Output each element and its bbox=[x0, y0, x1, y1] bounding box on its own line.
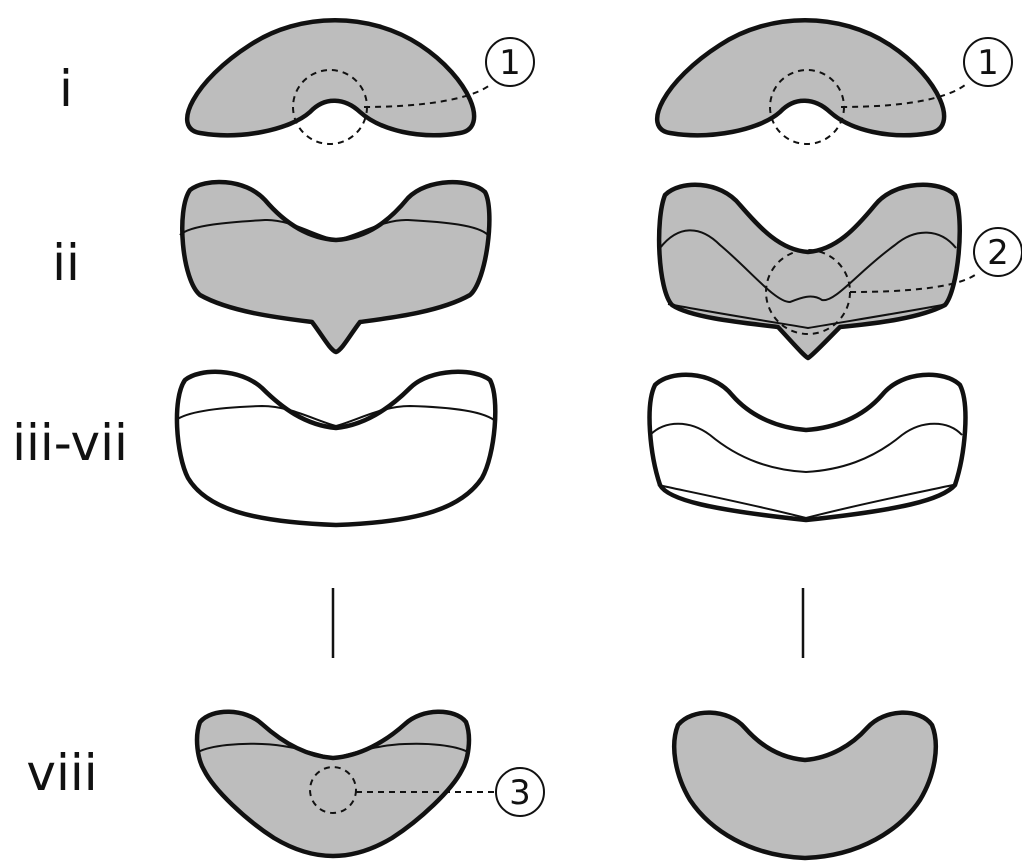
segment-ii-right: 2 bbox=[659, 185, 1022, 358]
callout-1-left-label: 1 bbox=[499, 43, 521, 83]
segment-i-left: 1 bbox=[187, 20, 534, 144]
segment-i-right: 1 bbox=[657, 20, 1012, 144]
segment-ii-left bbox=[180, 182, 489, 352]
row-label-iii-vii: iii-vii bbox=[12, 414, 128, 472]
segment-i-left-plate bbox=[187, 20, 474, 135]
row-label-viii: viii bbox=[26, 744, 97, 802]
callout-1-right-label: 1 bbox=[977, 43, 999, 83]
callout-2-right-label: 2 bbox=[987, 233, 1009, 273]
segment-ii-left-plate bbox=[182, 182, 489, 352]
segment-i-right-plate bbox=[657, 20, 944, 135]
segment-viii-left-plate bbox=[197, 712, 469, 856]
segment-ii-right-plate bbox=[659, 185, 960, 358]
segment-iii-vii-left bbox=[176, 372, 495, 525]
segment-viii-right-plate bbox=[674, 713, 936, 858]
segment-viii-left: 3 bbox=[197, 712, 544, 856]
segment-iii-vii-right bbox=[650, 375, 966, 520]
segment-iii-vii-left-plate bbox=[177, 372, 495, 525]
row-label-ii: ii bbox=[52, 234, 80, 292]
callout-3-left-label: 3 bbox=[509, 773, 531, 813]
segment-viii-right bbox=[674, 713, 936, 858]
segment-iii-vii-right-plate bbox=[650, 375, 966, 520]
row-label-i: i bbox=[59, 60, 73, 118]
